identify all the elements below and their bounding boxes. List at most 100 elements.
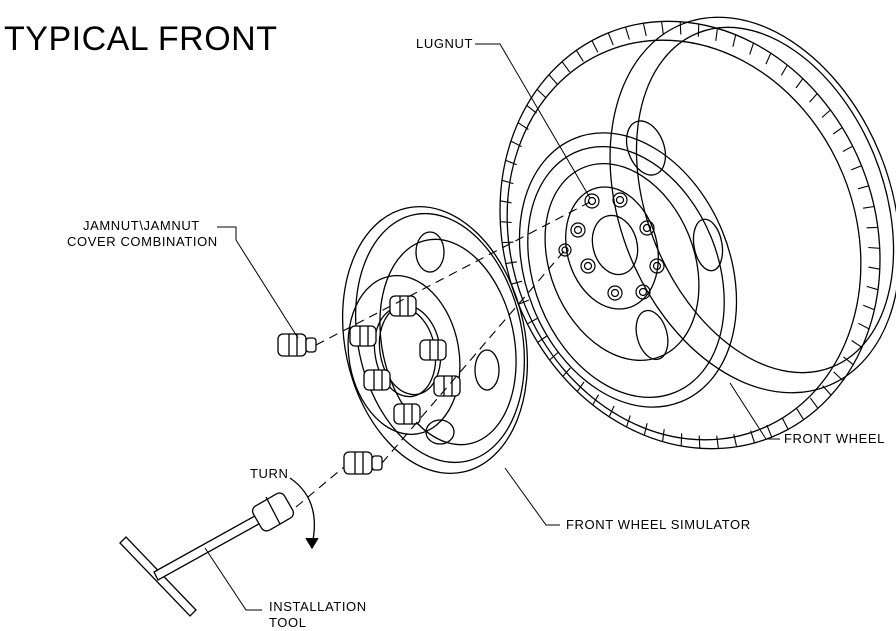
tread-block xyxy=(548,74,558,85)
label-lugnut: LUGNUT xyxy=(416,36,474,51)
loose-jamnut xyxy=(343,451,383,475)
tread-block xyxy=(505,261,517,265)
tread-block xyxy=(850,165,862,171)
jamnut xyxy=(363,369,391,391)
tread-block xyxy=(733,433,738,447)
label-jamnut-line2: COVER COMBINATION xyxy=(67,234,218,249)
tread-block xyxy=(661,21,664,35)
tool-leader xyxy=(204,547,262,611)
tread-block xyxy=(608,405,615,418)
tread-block xyxy=(679,21,682,35)
lugnut xyxy=(635,284,651,300)
tread-block xyxy=(842,145,853,152)
tread-block xyxy=(536,89,547,99)
tread-block xyxy=(500,200,512,204)
tread-block xyxy=(697,24,700,37)
tread-block xyxy=(732,34,737,47)
tread-block xyxy=(809,397,819,409)
tread-block xyxy=(822,385,832,396)
tread-block xyxy=(868,246,880,249)
page-title: TYPICAL FRONT xyxy=(4,20,278,58)
tire-tread xyxy=(500,21,880,449)
tread-block xyxy=(575,50,584,62)
lugnut-leader xyxy=(475,43,591,199)
tread-block xyxy=(576,381,585,392)
tread-block xyxy=(833,371,844,381)
lugnut xyxy=(580,258,596,274)
lugnut xyxy=(649,258,665,274)
tread-block xyxy=(715,28,718,41)
tread-block xyxy=(698,435,701,449)
jamnut xyxy=(419,339,447,361)
lugnut xyxy=(570,222,586,238)
tread-block xyxy=(866,285,879,291)
tread-block xyxy=(821,109,831,118)
label-jamnut-line1: JAMNUT\JAMNUT xyxy=(83,218,200,233)
tread-block xyxy=(781,417,789,430)
tread-block xyxy=(716,435,719,449)
tread-block xyxy=(766,424,773,438)
tread-block xyxy=(607,32,614,46)
installation-tool xyxy=(119,492,295,617)
tread-block xyxy=(642,23,647,37)
tread-block xyxy=(750,430,756,444)
tread-block xyxy=(857,185,869,190)
front-wheel xyxy=(499,16,896,450)
tread-block xyxy=(537,335,548,343)
alignment-lines xyxy=(295,201,591,508)
tread-block xyxy=(851,340,863,348)
tread-block xyxy=(643,423,648,436)
tread-block xyxy=(780,64,788,76)
lugnut xyxy=(639,220,655,236)
simulator-leader xyxy=(504,467,560,526)
tread-block xyxy=(517,122,529,130)
tread-block xyxy=(501,179,514,185)
tread-block xyxy=(527,318,538,325)
tread-block xyxy=(749,42,755,55)
tread-block xyxy=(796,408,805,420)
front-wheel-leader xyxy=(729,382,780,440)
tread-block xyxy=(843,356,854,366)
tread-block xyxy=(624,26,630,40)
jamnut xyxy=(393,403,421,425)
tread-block xyxy=(505,159,517,166)
jamnut xyxy=(433,375,461,397)
tread-block xyxy=(858,322,870,330)
tread-block xyxy=(680,433,683,446)
tread-block xyxy=(561,61,571,73)
tread-block xyxy=(625,415,631,428)
jamnut-leader xyxy=(217,226,299,339)
jamnut xyxy=(349,325,377,347)
tread-block xyxy=(526,104,537,114)
label-installation-line1: INSTALLATION xyxy=(269,599,367,614)
tread-block xyxy=(662,429,665,442)
tread-block xyxy=(510,140,522,148)
tread-block xyxy=(591,40,599,53)
label-turn: TURN xyxy=(250,466,289,481)
tread-block xyxy=(765,52,772,65)
lugnut xyxy=(558,243,572,257)
simulator-jamnuts xyxy=(349,295,461,425)
wheel-lugnuts xyxy=(558,192,665,301)
lugnut xyxy=(584,193,600,209)
tread-block xyxy=(518,299,530,305)
tread-block xyxy=(809,93,818,103)
tread-block xyxy=(795,78,804,89)
tread-block xyxy=(863,205,875,209)
leader-lines xyxy=(204,43,780,611)
tread-block xyxy=(511,280,523,285)
label-front-wheel: FRONT WHEEL xyxy=(784,431,885,446)
lugnut xyxy=(607,285,623,301)
tread-block xyxy=(500,221,512,224)
tread-block xyxy=(562,367,571,377)
lugnut xyxy=(612,192,628,208)
label-front-wheel-simulator: FRONT WHEEL SIMULATOR xyxy=(566,517,751,532)
tread-block xyxy=(549,352,559,361)
turn-arrow xyxy=(289,477,316,546)
tread-block xyxy=(863,304,875,311)
label-installation-line2: TOOL xyxy=(269,615,307,630)
tread-block xyxy=(868,266,880,270)
tread-block xyxy=(592,394,600,406)
tread-block xyxy=(832,127,843,135)
